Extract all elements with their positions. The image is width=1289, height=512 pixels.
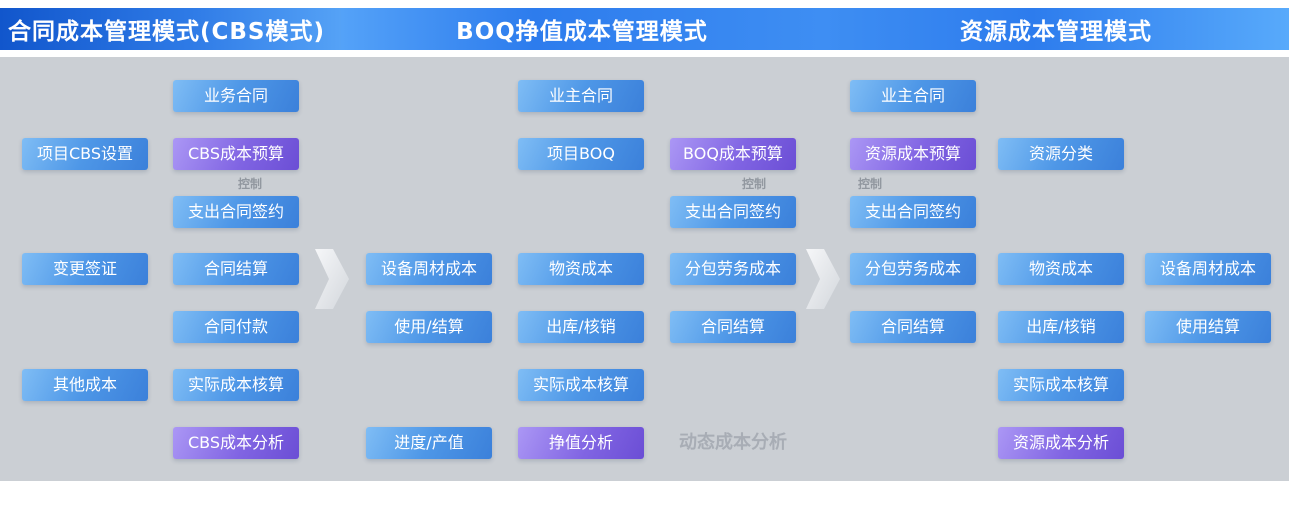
node-other-cost: 其他成本 bbox=[22, 369, 148, 401]
node-cbs-cost-analysis: CBS成本分析 bbox=[173, 427, 299, 459]
section-header-cbs-label: 合同成本管理模式(CBS模式) bbox=[8, 19, 325, 45]
node-cbs-cost-budget: CBS成本预算 bbox=[173, 138, 299, 170]
node-outbound-writeoff-res: 出库/核销 bbox=[998, 311, 1124, 343]
node-contract-settlement-boq: 合同结算 bbox=[670, 311, 796, 343]
node-project-boq: 项目BOQ bbox=[518, 138, 644, 170]
flow-arrow-icon bbox=[805, 247, 841, 311]
node-resource-cost-analysis: 资源成本分析 bbox=[998, 427, 1124, 459]
node-expense-contract-signing-cbs: 支出合同签约 bbox=[173, 196, 299, 228]
section-header-resource-label: 资源成本管理模式 bbox=[960, 19, 1152, 45]
node-equipment-material-cost-res: 设备周材成本 bbox=[1145, 253, 1271, 285]
node-progress-output: 进度/产值 bbox=[366, 427, 492, 459]
section-header-resource-mode: 资源成本管理模式 bbox=[823, 8, 1289, 50]
flow-arrow-icon bbox=[314, 247, 350, 311]
node-contract-settlement-res: 合同结算 bbox=[850, 311, 976, 343]
node-resource-cost-budget: 资源成本预算 bbox=[850, 138, 976, 170]
node-contract-payment: 合同付款 bbox=[173, 311, 299, 343]
node-material-cost-boq: 物资成本 bbox=[518, 253, 644, 285]
node-contract-settlement-cbs: 合同结算 bbox=[173, 253, 299, 285]
node-owner-contract-res: 业主合同 bbox=[850, 80, 976, 112]
node-business-contract: 业务合同 bbox=[173, 80, 299, 112]
node-earned-value-analysis: 挣值分析 bbox=[518, 427, 644, 459]
node-project-cbs-setup: 项目CBS设置 bbox=[22, 138, 148, 170]
section-header-boq-mode: BOQ挣值成本管理模式 bbox=[341, 8, 823, 50]
node-usage-settlement-res: 使用结算 bbox=[1145, 311, 1271, 343]
node-change-visa: 变更签证 bbox=[22, 253, 148, 285]
node-subcontract-labor-cost-boq: 分包劳务成本 bbox=[670, 253, 796, 285]
node-expense-contract-signing-res: 支出合同签约 bbox=[850, 196, 976, 228]
node-subcontract-labor-cost-res: 分包劳务成本 bbox=[850, 253, 976, 285]
node-expense-contract-signing-boq: 支出合同签约 bbox=[670, 196, 796, 228]
node-boq-cost-budget: BOQ成本预算 bbox=[670, 138, 796, 170]
control-label-cbs: 控制 bbox=[238, 177, 263, 191]
section-header-cbs-mode: 合同成本管理模式(CBS模式) bbox=[0, 8, 341, 50]
node-outbound-writeoff-boq: 出库/核销 bbox=[518, 311, 644, 343]
control-label-res: 控制 bbox=[858, 177, 883, 191]
section-header-boq-label: BOQ挣值成本管理模式 bbox=[456, 19, 708, 45]
node-actual-cost-accounting-res: 实际成本核算 bbox=[998, 369, 1124, 401]
node-dynamic-cost-analysis: 动态成本分析 bbox=[679, 432, 787, 453]
control-label-boq: 控制 bbox=[742, 177, 767, 191]
node-actual-cost-accounting-boq: 实际成本核算 bbox=[518, 369, 644, 401]
node-usage-settlement-boq: 使用/结算 bbox=[366, 311, 492, 343]
node-material-cost-res: 物资成本 bbox=[998, 253, 1124, 285]
node-actual-cost-accounting-cbs: 实际成本核算 bbox=[173, 369, 299, 401]
node-equipment-material-cost-boq: 设备周材成本 bbox=[366, 253, 492, 285]
node-owner-contract-boq: 业主合同 bbox=[518, 80, 644, 112]
node-resource-classification: 资源分类 bbox=[998, 138, 1124, 170]
